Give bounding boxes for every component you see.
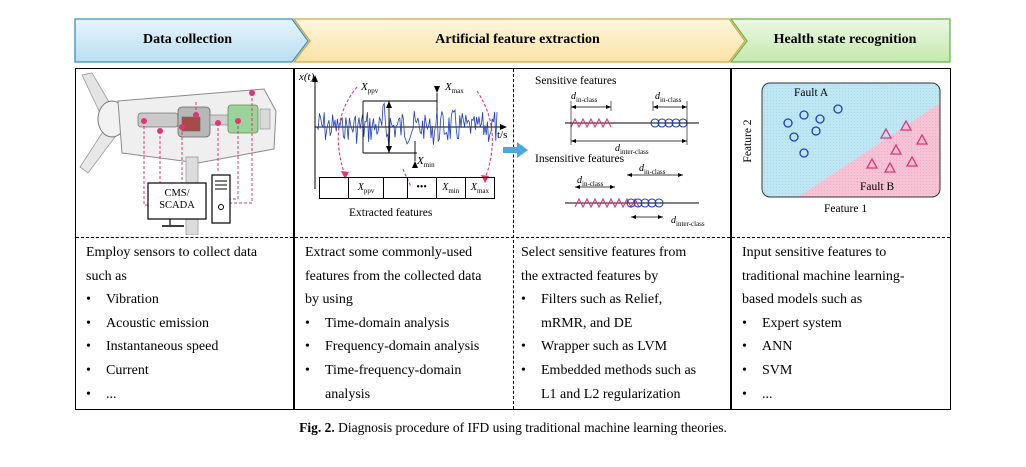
extraction-description: Extract some commonly-used features from… bbox=[305, 245, 482, 402]
feature-cell-ellipsis: ••• bbox=[408, 178, 437, 198]
stage-label-extraction: Artificial feature extraction bbox=[435, 32, 600, 47]
panel-data-collection: CMS/ SCADA Employ sensors to collect dat… bbox=[75, 68, 294, 410]
selection-arrow bbox=[503, 142, 528, 158]
signal-axis-label: x(t) bbox=[299, 71, 315, 83]
feature-divider bbox=[513, 69, 514, 409]
feature-vector: Xppv ••• Xmin Xmax bbox=[319, 177, 495, 199]
d-in-class-label: din-class bbox=[571, 91, 598, 104]
fault-classification-plot bbox=[761, 82, 941, 198]
panel-health-recognition: Fault A Fault B Feature 1 Feature 2 Inpu… bbox=[731, 68, 951, 410]
d-in-class-label: din-class bbox=[655, 91, 682, 104]
x-min-label: Xmin bbox=[417, 155, 435, 170]
feature-cell bbox=[320, 178, 350, 198]
sensitive-features-label: Sensitive features bbox=[535, 75, 617, 87]
feature-2-axis-label: Feature 2 bbox=[742, 119, 754, 163]
feature-1-axis-label: Feature 1 bbox=[824, 203, 868, 215]
feature-cell-min: Xmin bbox=[437, 178, 466, 198]
feature-distribution-diagram bbox=[565, 101, 699, 219]
fault-b-label: Fault B bbox=[860, 181, 895, 193]
x-ppv-label: Xppv bbox=[361, 81, 379, 96]
panel-feature-extraction: x(t) t/s Xppv Xmax Xmin Xppv ••• Xmin Xm… bbox=[294, 68, 731, 410]
panel-divider bbox=[295, 237, 730, 238]
signal-waveform bbox=[316, 102, 498, 151]
stage-arrow-extraction bbox=[292, 18, 746, 63]
d-in-class-label: din-class bbox=[639, 163, 666, 176]
stage-label-collection: Data collection bbox=[142, 32, 233, 47]
stage-arrow-collection bbox=[74, 18, 309, 63]
panel-divider bbox=[76, 237, 293, 238]
d-inter-class-label: dinter-class bbox=[671, 215, 705, 228]
feature-cell bbox=[384, 178, 408, 198]
figure-number: Fig. 2. bbox=[299, 420, 335, 435]
feature-cell-max: Xmax bbox=[470, 182, 490, 195]
insensitive-features-label: Insensitive features bbox=[535, 153, 625, 165]
stage-label-recognition: Health state recognition bbox=[773, 32, 917, 47]
collection-description: Employ sensors to collect data such as •… bbox=[86, 245, 258, 402]
stage-header-bar bbox=[74, 18, 951, 63]
selection-description: Select sensitive features from the extra… bbox=[521, 245, 697, 402]
feature-cell-ppv: Xppv bbox=[349, 178, 384, 198]
figure-caption: Fig. 2. Diagnosis procedure of IFD using… bbox=[0, 420, 1026, 436]
stage-arrow-recognition bbox=[729, 18, 951, 63]
time-axis-label: t/s bbox=[497, 129, 508, 141]
vibration-signal-plot bbox=[312, 75, 507, 189]
recognition-description: Input sensitive features to traditional … bbox=[742, 245, 905, 402]
x-max-label: Xmax bbox=[445, 81, 464, 96]
panel-divider bbox=[732, 237, 950, 238]
wind-turbine-illustration bbox=[79, 72, 277, 235]
d-in-class-label: din-class bbox=[577, 175, 604, 188]
fault-a-label: Fault A bbox=[794, 87, 829, 99]
figure-caption-text: Diagnosis procedure of IFD using traditi… bbox=[338, 420, 727, 435]
extracted-features-label: Extracted features bbox=[349, 207, 433, 219]
cms-scada-label: CMS/ SCADA bbox=[159, 188, 195, 211]
d-inter-class-label: dinter-class bbox=[615, 143, 649, 156]
